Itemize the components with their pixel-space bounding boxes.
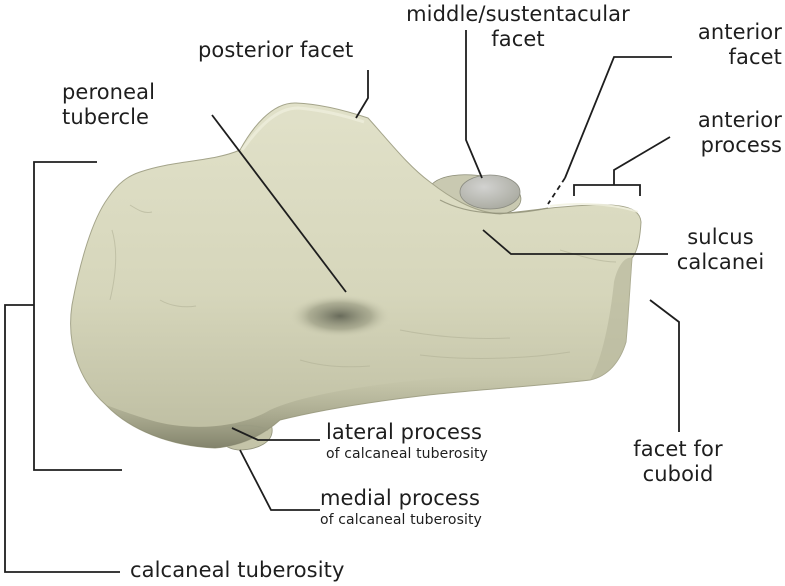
label-posterior-facet: posterior facet xyxy=(198,38,353,63)
calcaneus-bone xyxy=(70,102,642,451)
leader-posterior-facet xyxy=(355,70,369,119)
leader-lines xyxy=(4,30,680,573)
anterior-facet-text-1: anterior xyxy=(697,20,782,44)
label-anterior-facet: anterior facet xyxy=(660,20,782,70)
cuboid-facet-shape xyxy=(590,257,632,380)
lateral-process-shape xyxy=(221,424,269,431)
sulcus-groove xyxy=(439,199,549,214)
peroneal-tubercle-shading xyxy=(288,294,392,338)
lateral-process-subtext: of calcaneal tuberosity xyxy=(326,446,488,462)
leader-peroneal-tubercle xyxy=(211,114,347,293)
facet-for-cuboid-text-1: facet for xyxy=(633,437,723,461)
middle-facet-text-2: facet xyxy=(491,27,545,51)
label-facet-for-cuboid: facet for cuboid xyxy=(608,437,748,487)
underside-shadow xyxy=(106,374,590,448)
anterior-process-edge xyxy=(549,203,639,213)
label-calcaneal-tuberosity: calcaneal tuberosity xyxy=(130,558,345,583)
label-sulcus-calcanei: sulcus calcanei xyxy=(668,225,773,275)
leader-sustentacular-facet xyxy=(465,30,483,179)
label-middle-sustentacular-facet: middle/sustentacular facet xyxy=(386,2,650,52)
leader-anterior-facet-dashed xyxy=(547,177,566,205)
leader-medial-process xyxy=(239,449,320,511)
sulcus-calcanei-text-1: sulcus xyxy=(687,225,754,249)
leader-anterior-facet xyxy=(564,56,672,179)
label-anterior-process: anterior process xyxy=(660,108,782,158)
bracket-calcaneal-tuberosity-outer xyxy=(33,161,122,471)
calcaneal-tuberosity-text: calcaneal tuberosity xyxy=(130,558,345,582)
lateral-process-text: lateral process xyxy=(326,420,483,444)
posterior-facet-ridge xyxy=(240,106,365,151)
peroneal-tubercle-text-2: tubercle xyxy=(62,105,150,129)
anterior-process-text-1: anterior xyxy=(697,108,782,132)
leader-sulcus-calcanei xyxy=(482,229,668,255)
leader-anterior-process xyxy=(613,136,671,185)
leader-facet-for-cuboid xyxy=(649,299,680,432)
label-medial-process: medial process of calcaneal tuberosity xyxy=(320,486,482,529)
peroneal-tubercle-text-1: peroneal xyxy=(62,80,156,104)
bone-texture xyxy=(109,204,617,368)
label-peroneal-tubercle: peroneal tubercle xyxy=(62,80,155,130)
posterior-facet-text: posterior facet xyxy=(198,38,354,62)
label-lateral-process: lateral process of calcaneal tuberosity xyxy=(326,420,488,463)
medial-process-subtext: of calcaneal tuberosity xyxy=(320,512,482,528)
sulcus-calcanei-text-2: calcanei xyxy=(676,250,765,274)
leader-calcaneal-tuberosity xyxy=(4,304,120,573)
leader-lateral-process xyxy=(231,427,320,441)
anterior-process-text-2: process xyxy=(700,133,782,157)
facet-for-cuboid-text-2: cuboid xyxy=(642,462,714,486)
middle-facet-text-1: middle/sustentacular xyxy=(406,2,630,26)
bracket-anterior-process xyxy=(573,184,641,196)
anterior-facet-text-2: facet xyxy=(728,45,782,69)
medial-process-text: medial process xyxy=(320,486,481,510)
